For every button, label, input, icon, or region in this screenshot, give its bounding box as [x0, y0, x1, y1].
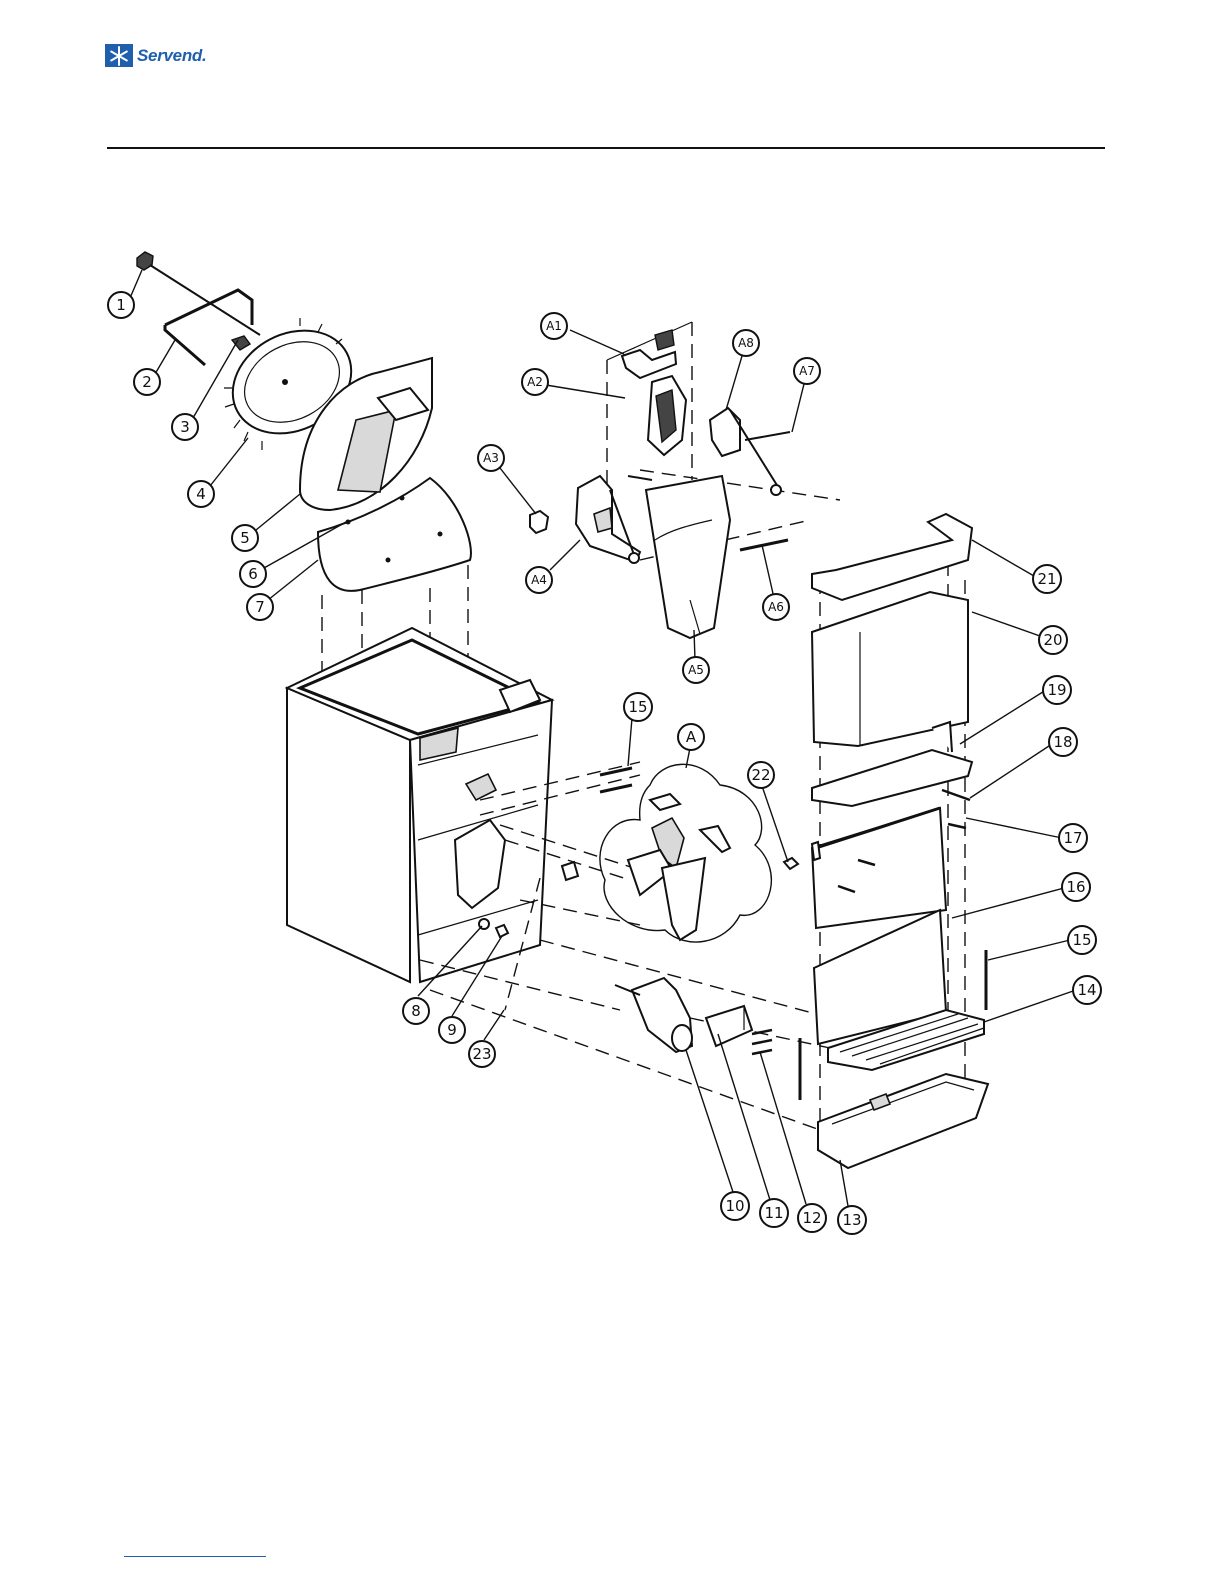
svg-text:1: 1 [116, 296, 126, 314]
svg-text:20: 20 [1043, 631, 1062, 649]
svg-text:23: 23 [472, 1045, 491, 1063]
callout-16: 16 [1062, 873, 1090, 901]
callout-a8: A8 [733, 330, 759, 356]
svg-text:A6: A6 [768, 600, 784, 614]
svg-text:A8: A8 [738, 336, 754, 350]
svg-text:8: 8 [411, 1002, 421, 1020]
svg-text:A2: A2 [527, 375, 543, 389]
svg-text:9: 9 [447, 1021, 457, 1039]
svg-text:19: 19 [1047, 681, 1066, 699]
callout-15-rods-left: 15 [624, 693, 652, 721]
callout-a: A [678, 724, 704, 750]
svg-text:15: 15 [1072, 931, 1091, 949]
callout-a5: A5 [683, 657, 709, 683]
svg-text:2: 2 [142, 373, 152, 391]
drip-tray-part [818, 1074, 988, 1168]
footer-rule [124, 1556, 266, 1557]
svg-text:A7: A7 [799, 364, 815, 378]
lever-part [622, 330, 676, 378]
motor-part [615, 978, 692, 1052]
callout-21: 21 [1033, 565, 1061, 593]
svg-text:11: 11 [764, 1204, 783, 1222]
callout-a7: A7 [794, 358, 820, 384]
svg-text:17: 17 [1063, 829, 1082, 847]
callout-6: 6 [240, 561, 266, 587]
callout-a4: A4 [526, 567, 552, 593]
callout-7: 7 [247, 594, 273, 620]
svg-text:7: 7 [255, 598, 265, 616]
pin-part [740, 540, 788, 550]
chute-part [646, 476, 730, 638]
callout-17: 17 [1059, 824, 1087, 852]
callout-11: 11 [760, 1199, 788, 1227]
callout-10: 10 [721, 1192, 749, 1220]
callout-a6: A6 [763, 594, 789, 620]
svg-text:A: A [686, 728, 697, 746]
svg-text:15: 15 [628, 698, 647, 716]
callout-23: 23 [469, 1041, 495, 1067]
svg-text:A5: A5 [688, 663, 704, 677]
cabinet-part [287, 628, 578, 982]
svg-text:3: 3 [180, 418, 190, 436]
chute-door-part [648, 376, 686, 455]
callout-18: 18 [1049, 728, 1077, 756]
callout-14: 14 [1073, 976, 1101, 1004]
callout-3: 3 [172, 414, 198, 440]
callout-2: 2 [134, 369, 160, 395]
svg-text:6: 6 [248, 565, 258, 583]
callout-5: 5 [232, 525, 258, 551]
rod-part [600, 768, 632, 792]
svg-text:13: 13 [842, 1211, 861, 1229]
callout-9: 9 [439, 1017, 465, 1043]
motor-bracket-part [706, 1006, 752, 1046]
callout-a2: A2 [522, 369, 548, 395]
callout-4: 4 [188, 481, 214, 507]
svg-text:12: 12 [802, 1209, 821, 1227]
middle-panel-part [812, 808, 946, 928]
svg-text:18: 18 [1053, 733, 1072, 751]
callout-13: 13 [838, 1206, 866, 1234]
svg-text:A4: A4 [531, 573, 547, 587]
callout-22: 22 [748, 762, 774, 788]
callout-8: 8 [403, 998, 429, 1024]
svg-text:4: 4 [196, 485, 206, 503]
detail-a-cloud [600, 764, 771, 942]
mounting-bracket-part [576, 476, 652, 563]
svg-text:14: 14 [1077, 981, 1096, 999]
callout-a3: A3 [478, 445, 504, 471]
svg-text:16: 16 [1066, 878, 1085, 896]
svg-text:22: 22 [751, 766, 770, 784]
svg-text:10: 10 [725, 1197, 744, 1215]
callout-12: 12 [798, 1204, 826, 1232]
callout-19: 19 [1043, 676, 1071, 704]
callout-15-rods-right: 15 [1068, 926, 1096, 954]
callout-1: 1 [108, 292, 134, 318]
callout-20: 20 [1039, 626, 1067, 654]
svg-text:A1: A1 [546, 319, 562, 333]
svg-text:21: 21 [1037, 570, 1056, 588]
svg-text:A3: A3 [483, 451, 499, 465]
switch-part [530, 511, 548, 533]
callout-a1: A1 [541, 313, 567, 339]
svg-text:5: 5 [240, 529, 250, 547]
